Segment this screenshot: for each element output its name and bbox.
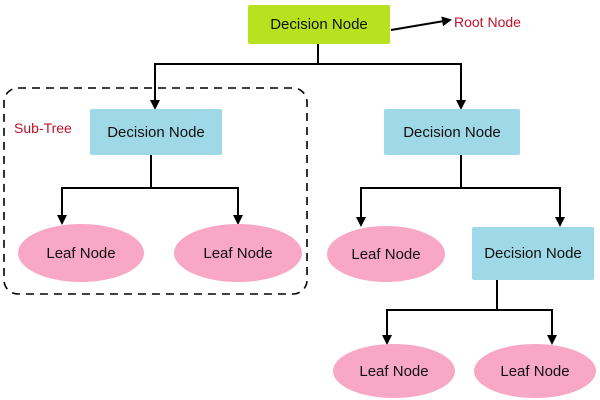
leaf-node-4: Leaf Node <box>333 344 455 398</box>
root-node-callout-arrow <box>390 16 452 31</box>
inner-decision-node: Decision Node <box>472 227 594 280</box>
edge-root-to-right-decision <box>318 63 466 110</box>
edge-left-decision-to-leaf-2 <box>151 187 243 225</box>
sub-tree-annotation: Sub-Tree <box>14 120 72 136</box>
right-decision-node: Decision Node <box>384 109 520 155</box>
leaf-node-3: Leaf Node <box>327 226 445 282</box>
root-node-annotation: Root Node <box>454 14 521 30</box>
edge-inner-decision-to-leaf-4 <box>382 279 498 345</box>
edge-left-decision-to-leaf-1 <box>57 155 152 225</box>
edge-root-to-left-decision <box>150 43 319 110</box>
root-decision-node: Decision Node <box>248 5 390 44</box>
leaf-node-1: Leaf Node <box>18 224 144 282</box>
edge-right-decision-to-inner-decision <box>461 187 565 227</box>
leaf-node-5: Leaf Node <box>474 344 596 398</box>
edge-inner-decision-to-leaf-5 <box>497 309 557 345</box>
edge-right-decision-to-leaf-3 <box>356 155 462 227</box>
left-decision-node: Decision Node <box>90 109 222 155</box>
subtree-boundary <box>3 87 308 295</box>
leaf-node-2: Leaf Node <box>174 224 302 282</box>
